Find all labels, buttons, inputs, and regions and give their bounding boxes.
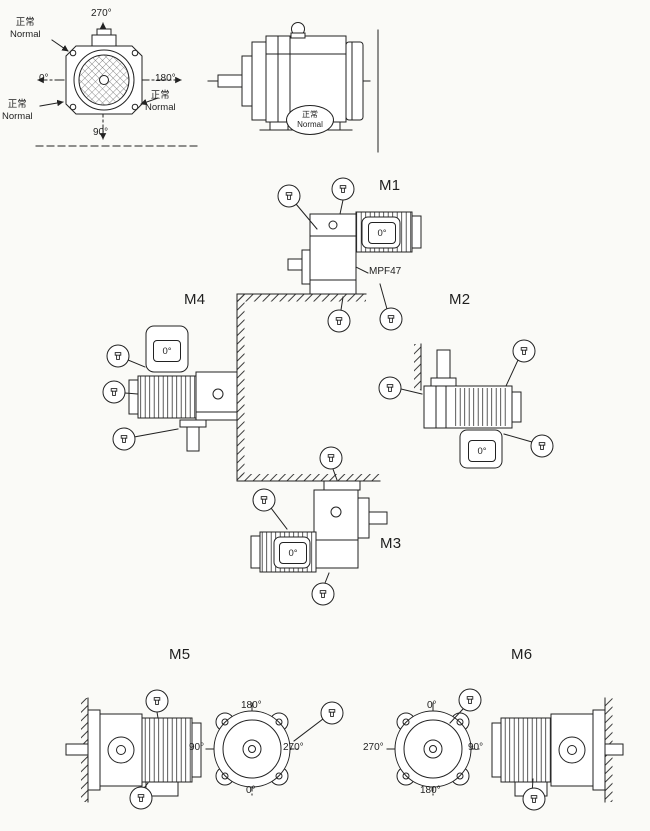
m1-position-label: M1 xyxy=(379,177,401,194)
front-view-normal-top-left: 正常 Normal xyxy=(10,17,41,41)
m6-breather-plug-callouts xyxy=(449,688,546,811)
m1-terminal-box-angle: 0° xyxy=(368,222,396,244)
m4-terminal-box-angle: 0° xyxy=(153,340,181,362)
m5-breather-plug-callouts xyxy=(129,689,344,810)
m5-angle-right: 270° xyxy=(283,742,304,753)
front-view-drawing xyxy=(35,22,201,147)
normal-label-en: Normal xyxy=(2,110,33,122)
normal-label-cn: 正常 xyxy=(150,90,170,101)
normal-label-en: Normal xyxy=(297,120,323,129)
normal-label-en: Normal xyxy=(10,28,41,40)
m6-angle-top: 0° xyxy=(427,700,437,711)
m6-angle-bottom: 180° xyxy=(420,785,441,796)
side-view-normal-badge: 正常 Normal xyxy=(286,105,334,135)
side-view-drawing xyxy=(207,22,379,153)
m5-side-view-drawing xyxy=(65,709,202,797)
m5-angle-bottom: 0° xyxy=(246,785,256,796)
m5-front-view-drawing xyxy=(205,702,299,796)
front-view-normal-right: 正常 Normal xyxy=(145,90,176,114)
front-view-angle-bottom: 90° xyxy=(93,127,109,138)
m3-breather-plug-callouts xyxy=(252,446,343,606)
m2-breather-plug-callouts xyxy=(378,339,554,458)
m5-position-label: M5 xyxy=(169,646,191,663)
m5-angle-top: 180° xyxy=(241,700,262,711)
m4-position-label: M4 xyxy=(184,291,206,308)
m1-gear-model-label: MPF47 xyxy=(369,266,402,277)
m2-position-label: M2 xyxy=(449,291,471,308)
m6-side-view-drawing xyxy=(491,709,624,797)
normal-label-en: Normal xyxy=(145,101,176,113)
m6-front-view-drawing xyxy=(386,702,480,796)
front-view-angle-right: 180° xyxy=(155,73,176,84)
m4-gearmotor-drawing xyxy=(128,325,238,452)
m1-gearmotor-drawing xyxy=(287,211,422,295)
m1-breather-plug-callouts xyxy=(277,177,403,333)
m6-position-label: M6 xyxy=(511,646,533,663)
m6-angle-right: 90° xyxy=(468,742,484,753)
m4-breather-plug-callouts xyxy=(102,344,179,451)
front-view-normal-bottom-left: 正常 Normal xyxy=(2,99,33,123)
normal-label-cn: 正常 xyxy=(15,17,35,28)
front-view-angle-left: 0° xyxy=(39,73,49,84)
normal-label-cn: 正常 xyxy=(7,99,27,110)
m2-terminal-box-angle: 0° xyxy=(468,440,496,462)
m3-terminal-box-angle: 0° xyxy=(279,542,307,564)
m6-angle-left: 270° xyxy=(363,742,384,753)
front-view-angle-top: 270° xyxy=(91,8,112,19)
m3-position-label: M3 xyxy=(380,535,402,552)
normal-label-cn: 正常 xyxy=(302,110,318,120)
m5-angle-left: 90° xyxy=(189,742,205,753)
